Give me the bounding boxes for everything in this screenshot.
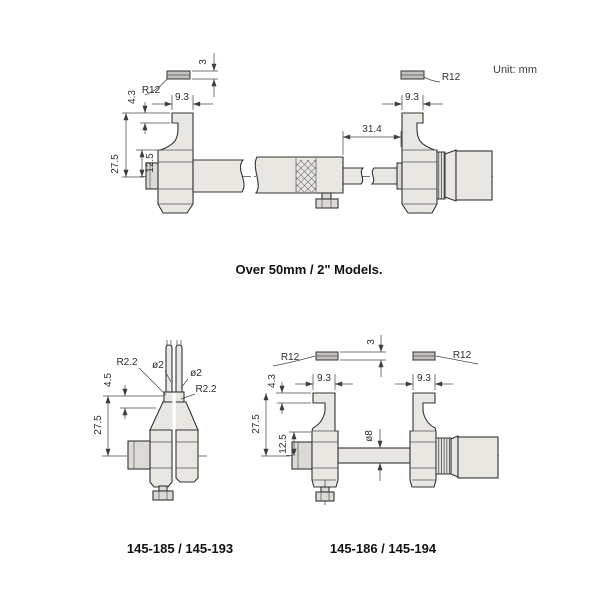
thimble-body (455, 150, 493, 201)
leader-r-left (138, 367, 167, 396)
leader-pin-dia-1 (164, 370, 172, 383)
jaw-slit (172, 392, 176, 431)
dim-face-height: 4.3 (127, 90, 138, 104)
bottom-left-caption: 145-185 / 145-193 (127, 541, 233, 556)
clamp-screw (315, 192, 339, 209)
left-jaw-assembly (145, 112, 245, 214)
leader-r12-left (144, 78, 168, 96)
measuring-rod (337, 447, 411, 464)
bottom-left-diagram: R2.2 ø2 ø2 R2.2 4.5 27.5 145-185 / 145-1… (93, 340, 233, 556)
thimble-taper (444, 149, 457, 202)
dim-pin-dia-1: ø2 (152, 360, 164, 371)
dim-r12-left: R12 (142, 85, 161, 96)
dim-overall-height: 27.5 (110, 154, 121, 174)
dim-pin-height: 4.5 (103, 373, 114, 387)
thimble-taper (450, 435, 459, 478)
clamp-screw (152, 485, 174, 501)
rod-stub-left (342, 167, 365, 185)
top-caption: Over 50mm / 2" Models. (235, 262, 382, 277)
spindle-shaft (192, 159, 245, 193)
bottom-right-dimensions: R12 3 R12 9.3 9.3 (251, 335, 479, 481)
graduated-sleeve (436, 151, 446, 200)
dim-face-height: 4.3 (267, 374, 278, 388)
dim-jaw-width-right: 9.3 (417, 373, 431, 384)
leader-r-right (180, 393, 196, 400)
unit-label: Unit: mm (493, 64, 537, 76)
dim-r12-right: R12 (442, 72, 461, 83)
dim-overall-height: 27.5 (251, 414, 262, 434)
anvil-cap (291, 441, 313, 470)
thimble-body (457, 436, 499, 479)
jaw-cap (396, 162, 403, 190)
dim-jaw-width-left: 9.3 (317, 373, 331, 384)
top-dimensions: 9.3 9.3 R12 3 R12 (110, 53, 461, 178)
dim-pin-dia-2: ø2 (190, 368, 202, 379)
knurled-clamp-area (296, 160, 316, 192)
leader-r12-left (272, 355, 316, 367)
dim-rod-dia: ø8 (364, 430, 375, 442)
pin-jaws-front-view (127, 340, 199, 501)
right-pin (175, 344, 183, 398)
dim-r12-left: R12 (281, 352, 300, 363)
bottom-right-diagram: R12 3 R12 9.3 9.3 (251, 335, 500, 556)
graduated-sleeve (435, 437, 452, 475)
dim-lower-height: 12.5 (145, 153, 156, 173)
bottom-right-caption: 145-186 / 145-194 (330, 541, 437, 556)
dim-jaw-width-left: 9.3 (175, 92, 189, 103)
body-left-half (149, 429, 173, 488)
dim-overall-height: 27.5 (93, 415, 104, 435)
dim-jaw-width-right: 9.3 (405, 92, 419, 103)
dim-r12-right: R12 (453, 350, 472, 361)
dim-tip-thickness: 3 (366, 339, 377, 345)
dim-lower-height: 12.5 (278, 434, 289, 454)
dim-tip-thickness: 3 (198, 59, 209, 65)
dim-r-left: R2.2 (116, 357, 138, 368)
anvil-cap (127, 440, 151, 470)
leader-r12-right (435, 355, 479, 365)
top-diagram: 9.3 9.3 R12 3 R12 (110, 53, 493, 277)
right-jaw-assembly (409, 392, 499, 488)
rod-stub-right (370, 167, 399, 185)
right-jaw-assembly (396, 112, 493, 214)
dim-rod-extension: 31.4 (362, 124, 382, 135)
extension-rod (254, 156, 399, 209)
left-pin (165, 344, 173, 398)
body-right-half (175, 429, 199, 483)
leader-r12-right (423, 76, 441, 83)
dim-r-right: R2.2 (195, 384, 217, 395)
bottom-left-dimensions: R2.2 ø2 ø2 R2.2 4.5 27.5 (93, 357, 217, 457)
leader-pin-dia-2 (180, 378, 189, 389)
clamp-screw (315, 480, 335, 505)
